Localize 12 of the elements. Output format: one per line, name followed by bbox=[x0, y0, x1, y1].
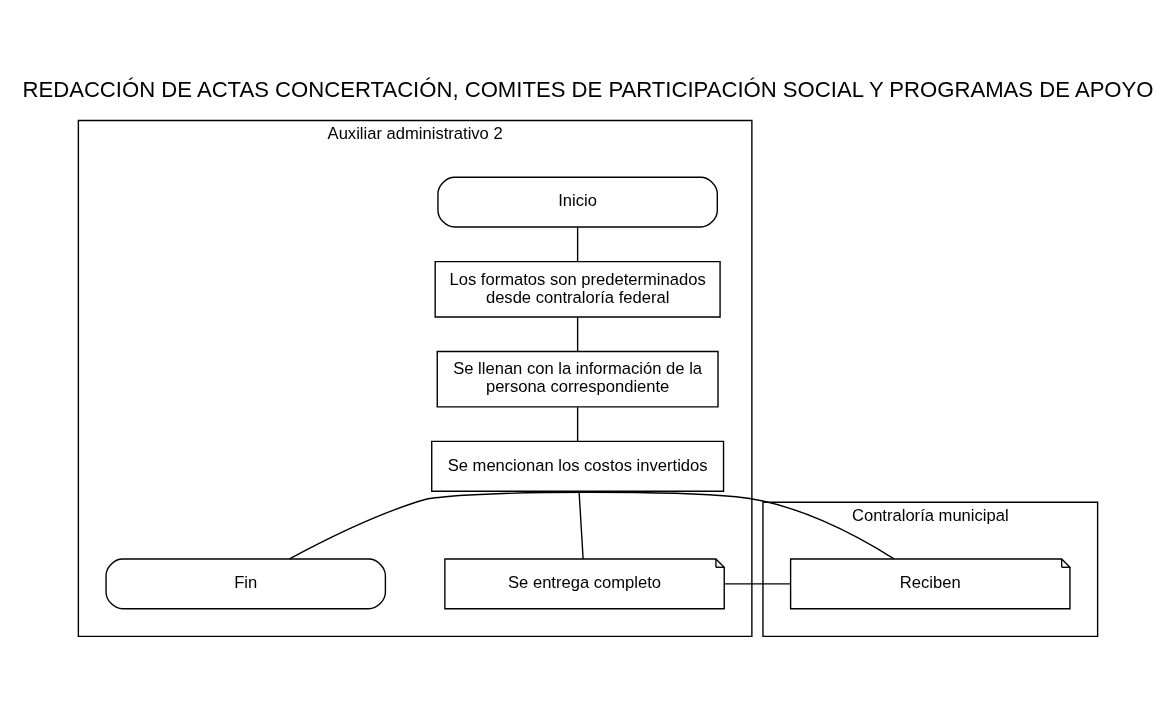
node-box: Fin bbox=[105, 558, 387, 610]
node-box: Se llenan con la información de la persona correspondiente bbox=[436, 350, 719, 408]
node-box: Se mencionan los costos invertidos bbox=[431, 440, 725, 492]
connector bbox=[288, 491, 895, 560]
connector bbox=[576, 406, 579, 442]
node-box: Los formatos son predeterminados desde contraloría federal bbox=[434, 260, 721, 318]
connector bbox=[723, 583, 791, 585]
node-box: Inicio bbox=[437, 176, 718, 228]
connector bbox=[576, 316, 579, 352]
connector bbox=[578, 490, 584, 560]
connector bbox=[576, 226, 579, 262]
diagram-title: REDACCIÓN DE ACTAS CONCERTACIÓN, COMITES DE PARTICIPACIÓN SOCIAL Y PROGRAMAS DE APOYO bbox=[22, 76, 1154, 102]
